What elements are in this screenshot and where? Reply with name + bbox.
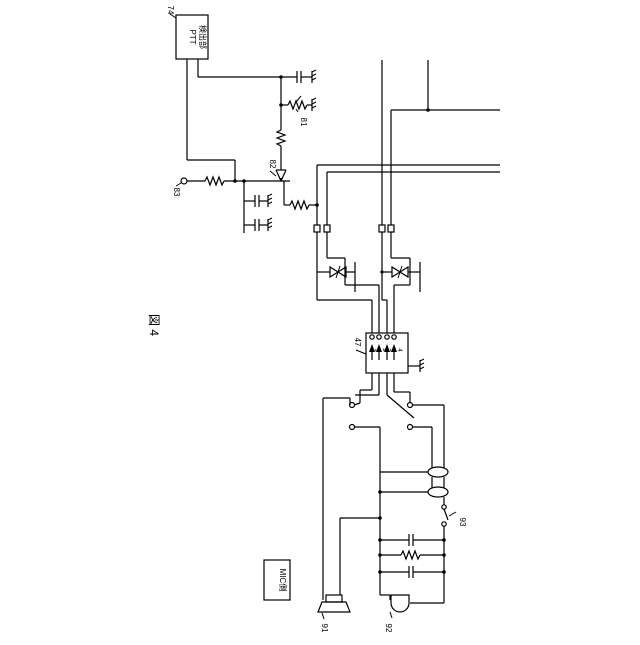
mic-side-label: MIC側 <box>278 569 288 592</box>
speaker-91: 91 <box>318 595 350 633</box>
terminal-squares <box>314 225 394 300</box>
ref-47: 47 <box>353 338 362 347</box>
collector-resistor <box>284 201 319 209</box>
ref-92: 92 <box>384 624 393 633</box>
lower-wiring: 93 <box>323 373 467 600</box>
ptt-output-network: 81 <box>198 59 316 170</box>
ptt-label: PTT <box>188 29 197 44</box>
ref-91: 91 <box>320 624 329 633</box>
ref-81: 81 <box>299 118 308 127</box>
ptt-detector-label: 検出部 <box>198 25 208 49</box>
input-83-network: 83 <box>172 177 272 233</box>
terminal-83 <box>181 178 187 184</box>
ref-74: 74 <box>166 6 175 15</box>
mic-side-box: MIC側 <box>264 560 290 600</box>
figure-label: 図 4 <box>147 314 161 336</box>
ref-82: 82 <box>268 160 277 169</box>
ptt-detector-block: PTT 検出部 74 <box>166 6 208 59</box>
connector-47: 1 2 3 4 47 <box>353 333 424 373</box>
microphone-92: 92 <box>380 595 444 633</box>
connector-pin-4: 4 <box>396 348 402 352</box>
bus-lines <box>317 60 500 225</box>
protection-diodes <box>317 258 420 285</box>
ref-93: 93 <box>458 518 467 527</box>
ref-83: 83 <box>172 188 181 197</box>
connector-wiring <box>317 285 420 333</box>
